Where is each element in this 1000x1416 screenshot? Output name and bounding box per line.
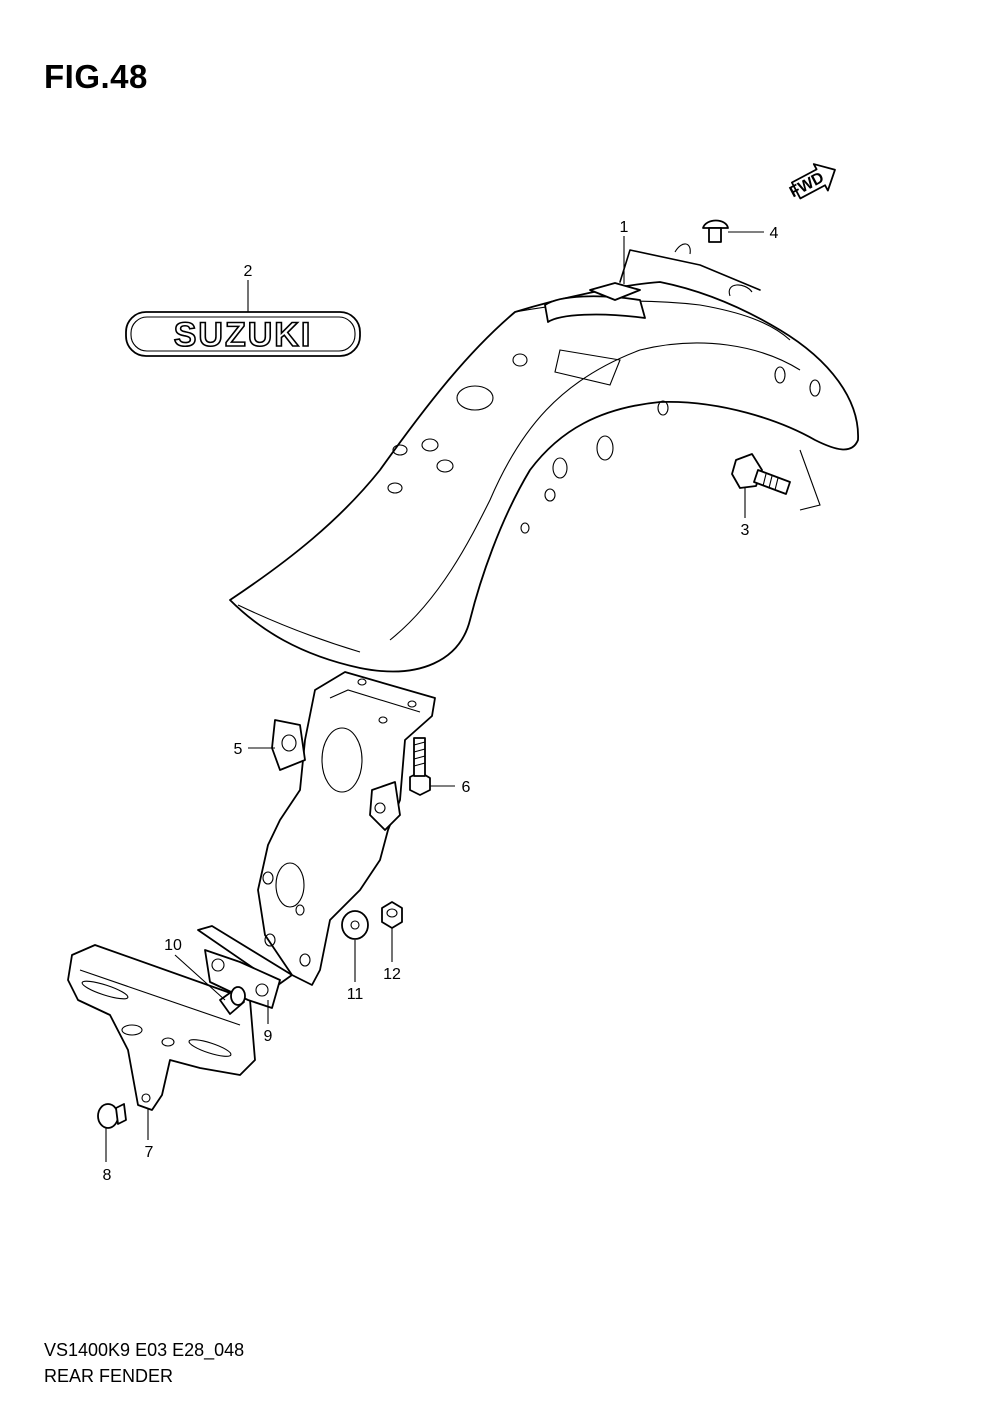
callout-5: 5 — [234, 741, 243, 758]
bracket-part-5 — [257, 671, 436, 986]
callout-12: 12 — [383, 966, 401, 983]
plate-holder-part-7 — [67, 944, 256, 1111]
screw-part-8 — [97, 1103, 127, 1129]
callout-7: 7 — [145, 1144, 154, 1161]
forward-arrow-icon: FWD — [787, 163, 836, 201]
nut-part-12 — [381, 901, 403, 929]
figure-title: FIG.48 — [44, 58, 148, 95]
leader-lines — [105, 231, 764, 1162]
callout-1: 1 — [620, 219, 629, 236]
callout-2: 2 — [244, 263, 253, 280]
washer-part-11 — [341, 910, 369, 940]
assembly-name: REAR FENDER — [44, 1366, 174, 1386]
clip-part-4 — [702, 219, 729, 243]
callout-10: 10 — [164, 937, 182, 954]
callout-11: 11 — [347, 986, 364, 1003]
bolt-part-6 — [409, 737, 431, 796]
callout-6: 6 — [462, 779, 471, 796]
suzuki-emblem-part: SUZUKI — [125, 311, 361, 357]
callout-8: 8 — [103, 1167, 112, 1184]
callout-4: 4 — [770, 225, 779, 242]
plate-part-9 — [197, 925, 293, 1009]
spacer-part-10 — [219, 986, 246, 1015]
rear-fender-part — [229, 243, 859, 673]
model-code: VS1400K9 E03 E28_048 — [44, 1340, 245, 1360]
bolt-part-3 — [731, 453, 791, 495]
callout-9: 9 — [264, 1028, 273, 1045]
callout-3: 3 — [741, 522, 750, 539]
emblem-text: SUZUKI — [174, 316, 313, 354]
